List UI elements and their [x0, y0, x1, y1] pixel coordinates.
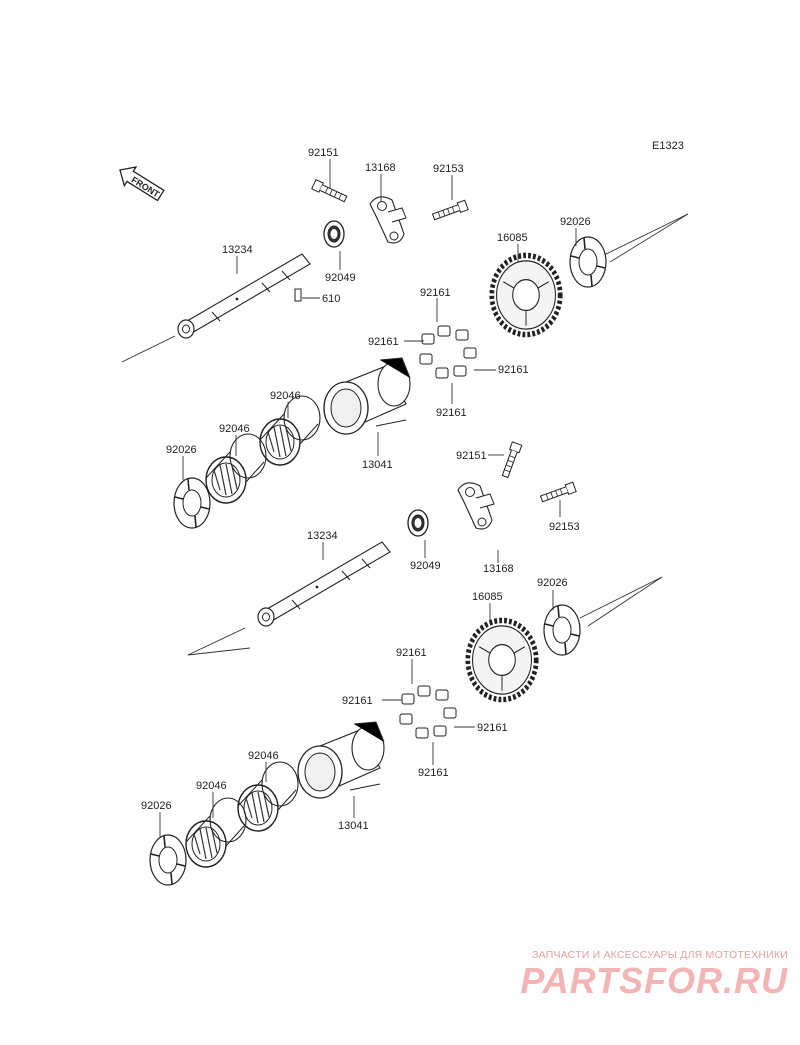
label-16085-upper: 16085 — [497, 232, 528, 244]
label-92153-lower: 92153 — [549, 521, 580, 533]
lower-gear — [468, 620, 536, 699]
lower-lever — [457, 482, 495, 530]
lower-bolt-92153 — [539, 481, 577, 505]
upper-axis-right-b — [609, 213, 689, 263]
label-92026-lower-left: 92026 — [141, 800, 172, 812]
label-92046-lower-b: 92046 — [248, 750, 279, 762]
front-arrow-icon: FRONT — [119, 166, 165, 202]
lower-hub — [297, 721, 385, 799]
label-92161-upper-bottom: 92161 — [436, 407, 467, 419]
label-92161-upper-right: 92161 — [498, 364, 529, 376]
label-92161-upper-top: 92161 — [420, 287, 451, 299]
label-92161-lower-bottom: 92161 — [418, 767, 449, 779]
upper-hub — [323, 357, 411, 435]
upper-lever — [369, 196, 407, 244]
upper-washer-left — [173, 477, 211, 529]
upper-shaft — [177, 253, 311, 339]
lower-axis-left-b — [187, 647, 251, 656]
label-92161-lower-left: 92161 — [342, 695, 373, 707]
label-92046-upper-a: 92046 — [219, 423, 250, 435]
label-92161-upper-left: 92161 — [368, 336, 399, 348]
lower-washer-right — [543, 604, 581, 656]
label-16085-lower: 16085 — [472, 591, 503, 603]
label-92046-lower-a: 92046 — [196, 780, 227, 792]
lower-oil-seal — [407, 509, 429, 537]
label-92026-upper-right: 92026 — [560, 216, 591, 228]
label-13234-lower: 13234 — [307, 530, 338, 542]
diagram-code: E1323 — [652, 140, 684, 152]
watermark-logo: PARTSFOR.RU — [520, 960, 788, 1001]
label-13168-upper: 13168 — [365, 162, 396, 174]
label-92049-lower: 92049 — [410, 560, 441, 572]
label-13234-upper: 13234 — [222, 244, 253, 256]
lower-axis-left — [187, 627, 246, 656]
upper-bolt-92153 — [431, 199, 469, 223]
upper-damper — [419, 325, 477, 379]
upper-axis-left — [121, 335, 176, 363]
label-610: 610 — [322, 293, 340, 305]
upper-axis-right — [601, 213, 689, 257]
upper-bearing-b — [259, 395, 321, 466]
lower-axis-right — [579, 576, 663, 619]
lower-bearing-b — [237, 761, 299, 832]
lower-washer-left — [149, 834, 187, 886]
watermark-tagline: ЗАПЧАСТИ И АКСЕССУАРЫ ДЛЯ МОТОТЕХНИКИ — [532, 949, 788, 961]
lower-shaft — [257, 541, 391, 627]
label-92161-lower-right: 92161 — [477, 722, 508, 734]
upper-washer-right — [569, 236, 607, 288]
label-13168-lower: 13168 — [483, 563, 514, 575]
label-92049-upper: 92049 — [325, 272, 356, 284]
lower-bearing-a — [185, 797, 247, 868]
lower-axis-right-b — [587, 576, 663, 627]
lower-bolt-92151 — [499, 441, 523, 479]
upper-oil-seal — [323, 220, 345, 248]
label-13041-upper: 13041 — [362, 459, 393, 471]
upper-pin-610 — [294, 288, 302, 302]
label-13041-lower: 13041 — [338, 820, 369, 832]
label-92151-upper: 92151 — [308, 147, 339, 159]
label-92161-lower-top: 92161 — [396, 647, 427, 659]
label-92153-upper: 92153 — [433, 163, 464, 175]
label-92026-upper-left: 92026 — [166, 444, 197, 456]
label-92046-upper-b: 92046 — [270, 390, 301, 402]
upper-gear — [492, 255, 560, 334]
label-92026-lower-right: 92026 — [537, 577, 568, 589]
label-92151-lower: 92151 — [456, 450, 487, 462]
lower-damper — [399, 685, 457, 739]
